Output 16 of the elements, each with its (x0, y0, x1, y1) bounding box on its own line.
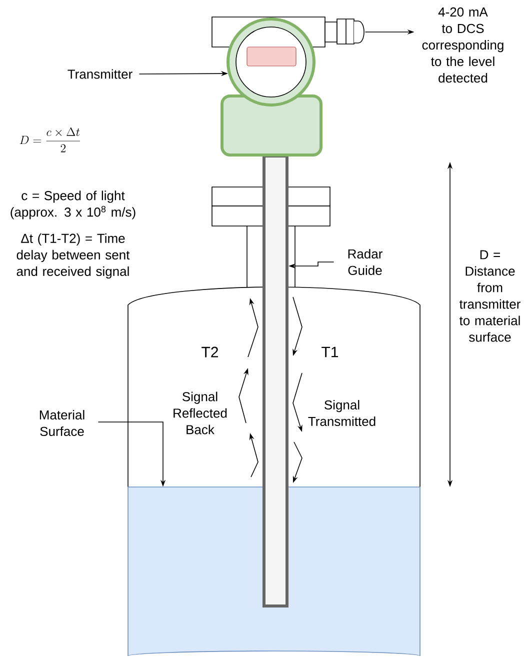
node-label: Transmitter (68, 69, 132, 79)
liquid (128, 486, 420, 656)
formula: $D = \frac{c \times \Delta t}{2}$ (20, 127, 80, 152)
node-label: 4-20 mA to DCS corresponding to the level detected (422, 7, 504, 83)
text-label: D = Distance from transmitter to material surface (460, 250, 520, 342)
node-label: Material Surface (40, 410, 84, 436)
node-label: Radar Guide (348, 248, 382, 276)
text-label: Signal Reflected Back (174, 392, 227, 434)
radar-guide-rod (262, 154, 288, 608)
transmitter-head (212, 16, 326, 156)
text-label: Δt (T1-T2) = Time delay between sent and received signal (16, 233, 130, 279)
text-label: T2 (202, 346, 218, 358)
cable-gland (324, 18, 364, 44)
text-label: Signal Transmitted (308, 400, 376, 426)
text-label: c = Speed of light (approx. 3 x 10$^{8}$ m/s) (10, 190, 136, 220)
text-label: T1 (322, 346, 338, 358)
